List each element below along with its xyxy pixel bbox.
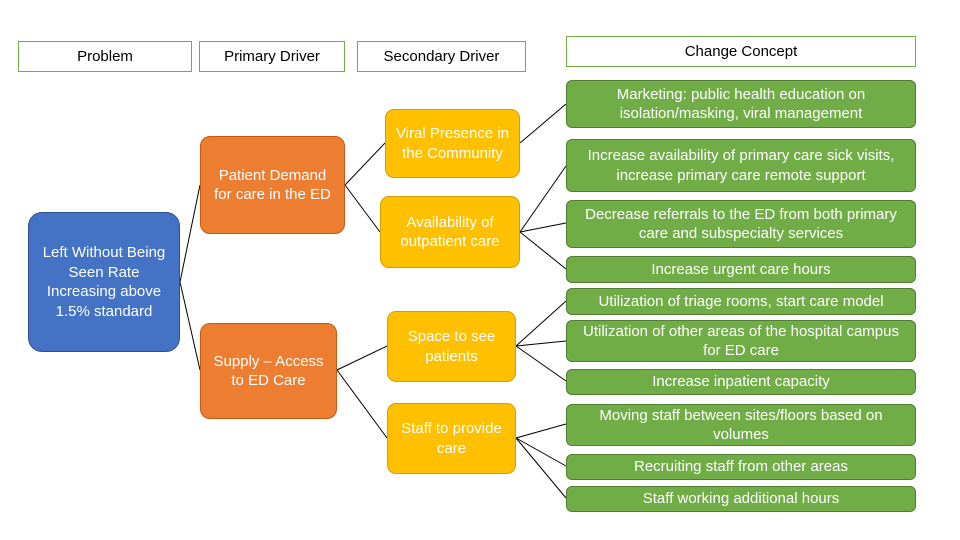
connector-availability-to-primary-care bbox=[519, 165, 567, 233]
primary-driver-patient-demand: Patient Demand for care in the ED bbox=[200, 136, 345, 234]
connector-viral-to-marketing bbox=[519, 103, 567, 144]
connector-supply-to-staff bbox=[336, 369, 388, 439]
connector-space-to-other-areas bbox=[515, 340, 567, 347]
connector-problem-to-patient-demand bbox=[179, 184, 201, 283]
connector-problem-to-supply bbox=[179, 281, 201, 371]
change-concept-urgent-care-hours: Increase urgent care hours bbox=[566, 256, 916, 283]
connector-staff-to-recruiting bbox=[515, 437, 567, 467]
primary-driver-supply-access: Supply – Access to ED Care bbox=[200, 323, 337, 419]
connector-staff-to-moving bbox=[515, 423, 567, 439]
change-concept-recruiting-staff: Recruiting staff from other areas bbox=[566, 454, 916, 480]
change-concept-marketing: Marketing: public health education on is… bbox=[566, 80, 916, 128]
change-concept-additional-hours: Staff working additional hours bbox=[566, 486, 916, 512]
header-change-concept: Change Concept bbox=[566, 36, 916, 67]
connector-demand-to-availability bbox=[344, 184, 381, 233]
change-concept-triage-rooms: Utilization of triage rooms, start care … bbox=[566, 288, 916, 315]
problem-box: Left Without Being Seen Rate Increasing … bbox=[28, 212, 180, 352]
connector-space-to-triage bbox=[515, 300, 567, 347]
change-concept-decrease-referrals: Decrease referrals to the ED from both p… bbox=[566, 200, 916, 248]
connector-demand-to-viral bbox=[344, 142, 386, 186]
connector-staff-to-additional-hours bbox=[515, 437, 567, 499]
secondary-driver-staff: Staff to provide care bbox=[387, 403, 516, 474]
header-primary-driver: Primary Driver bbox=[199, 41, 345, 72]
connector-supply-to-space bbox=[336, 345, 388, 371]
connector-availability-to-referrals bbox=[519, 222, 567, 233]
connector-availability-to-urgent-care bbox=[519, 231, 567, 270]
header-secondary-driver: Secondary Driver bbox=[357, 41, 526, 72]
change-concept-inpatient-capacity: Increase inpatient capacity bbox=[566, 369, 916, 395]
change-concept-other-areas: Utilization of other areas of the hospit… bbox=[566, 320, 916, 362]
header-problem: Problem bbox=[18, 41, 192, 72]
secondary-driver-viral-presence: Viral Presence in the Community bbox=[385, 109, 520, 178]
connector-space-to-inpatient bbox=[515, 345, 567, 382]
secondary-driver-outpatient-availability: Availability of outpatient care bbox=[380, 196, 520, 268]
secondary-driver-space: Space to see patients bbox=[387, 311, 516, 382]
change-concept-moving-staff: Moving staff between sites/floors based … bbox=[566, 404, 916, 446]
change-concept-primary-care-availability: Increase availability of primary care si… bbox=[566, 139, 916, 192]
